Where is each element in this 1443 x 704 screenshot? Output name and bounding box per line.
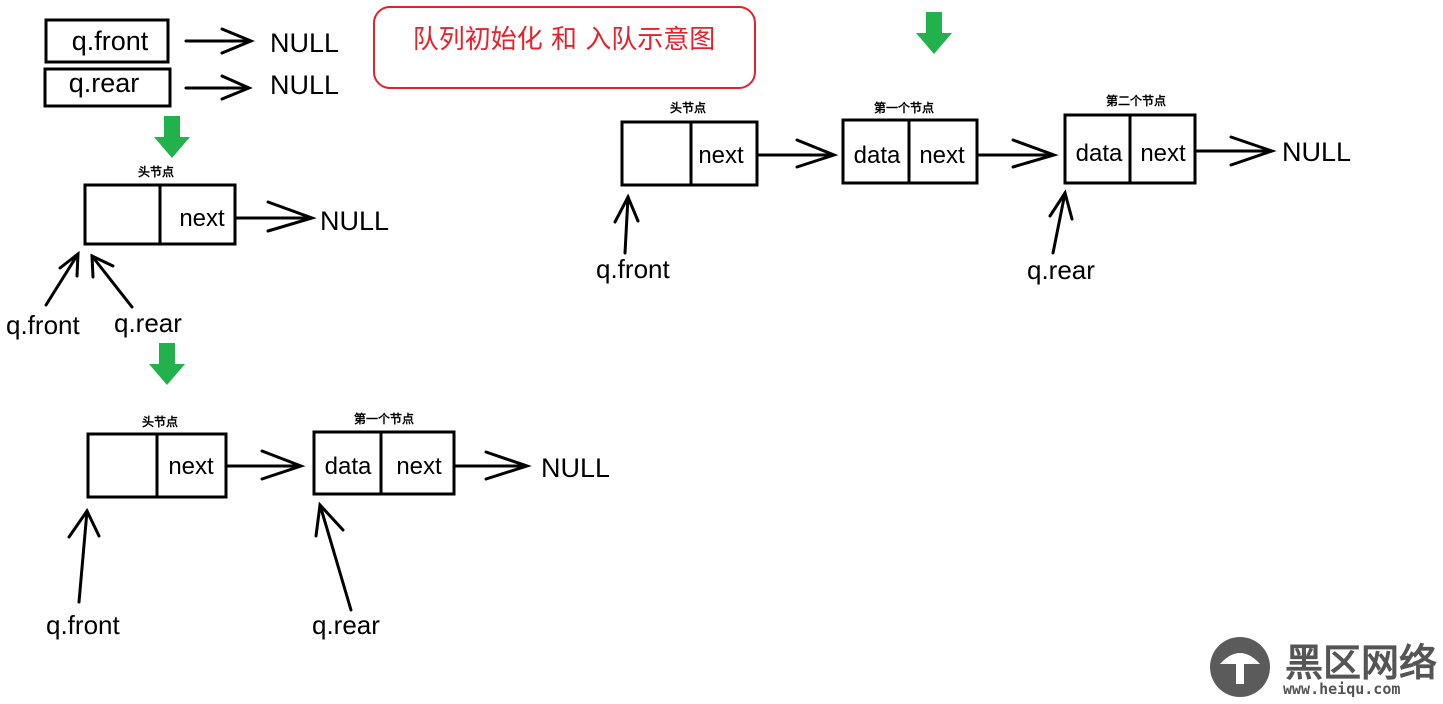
stage2-rear-label: q.rear — [114, 308, 182, 338]
stage4-head-next: next — [698, 142, 744, 169]
stage4-second-data: data — [1076, 140, 1123, 167]
step-arrow-down-2 — [149, 343, 185, 385]
stage4-head-node-title: 头节点 — [670, 100, 706, 115]
stage2-front-label: q.front — [6, 310, 80, 340]
stage4-first-next: next — [919, 142, 965, 169]
step-arrow-down-1 — [154, 116, 190, 158]
stage3-first-next: next — [396, 453, 442, 480]
front-pointer-box — [44, 18, 170, 64]
front-null-label: NULL — [270, 28, 339, 58]
stage4-null-label: NULL — [1282, 137, 1351, 167]
stage-initial-pointers: q.front q.rear NULL NULL — [43, 18, 339, 108]
stage4-first-node-title: 第一个节点 — [874, 100, 934, 115]
stage4-front-label: q.front — [596, 254, 670, 284]
stage3-rear-label: q.rear — [312, 610, 380, 640]
watermark-url: www.heiqu.com — [1283, 680, 1400, 698]
stage3-front-label: q.front — [46, 610, 120, 640]
stage4-second-next: next — [1140, 140, 1186, 167]
step-arrow-down-3 — [916, 12, 952, 54]
stage-head-node: 头节点 next NULL q.front q.rear — [6, 164, 389, 340]
rear-pointer-label: q.rear — [69, 68, 140, 98]
diagram-title: 队列初始化 和 入队示意图 — [413, 25, 716, 55]
stage-two-nodes: 头节点 next 第一个节点 data next 第二个节点 data next… — [596, 93, 1351, 285]
stage3-head-next: next — [168, 453, 214, 480]
title-box: 队列初始化 和 入队示意图 — [373, 6, 756, 89]
stage-one-node: 头节点 next 第一个节点 data next NULL q.front q.… — [46, 411, 610, 640]
watermark-name: 黑区网络 — [1285, 641, 1437, 685]
rear-pointer-box — [43, 67, 172, 108]
front-pointer-label: q.front — [72, 26, 149, 56]
rear-null-label: NULL — [270, 70, 339, 100]
stage3-first-node-title: 第一个节点 — [354, 411, 414, 426]
mushroom-logo-icon — [1210, 637, 1270, 697]
stage4-first-data: data — [854, 142, 901, 169]
head-node-next: next — [179, 205, 225, 232]
stage3-first-data: data — [325, 453, 372, 480]
stage4-rear-label: q.rear — [1027, 255, 1095, 285]
watermark: 黑区网络 www.heiqu.com — [1210, 637, 1437, 698]
stage3-null-label: NULL — [541, 453, 610, 483]
head-null-label: NULL — [320, 206, 389, 236]
stage3-head-node-title: 头节点 — [142, 414, 178, 429]
stage4-second-node-title: 第二个节点 — [1106, 93, 1166, 108]
head-node-title: 头节点 — [138, 164, 174, 179]
stage3-first-node-box — [312, 430, 456, 496]
